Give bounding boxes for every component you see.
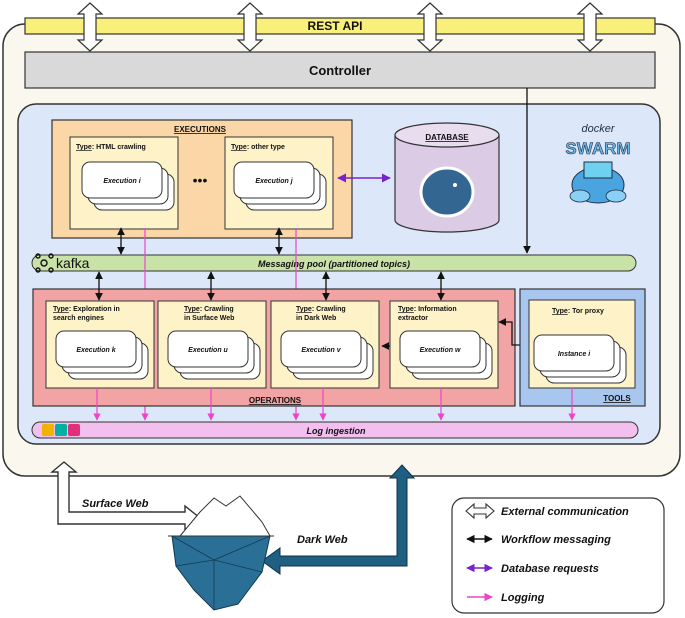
svg-text:SWARM: SWARM: [565, 139, 630, 158]
controller-label: Controller: [309, 63, 371, 78]
svg-text:Type: Crawling: Type: Crawling: [296, 306, 346, 313]
instance-card-label: Instance i: [558, 351, 591, 358]
legend-database-label: Database requests: [501, 563, 599, 575]
instance-stack: [533, 334, 627, 384]
tools-title: TOOLS: [603, 394, 631, 403]
type-value: : other type: [247, 144, 285, 151]
rest-api-label: REST API: [308, 19, 363, 33]
svg-text:docker: docker: [581, 123, 615, 135]
elk-logo-icon: [42, 424, 80, 436]
svg-text:Type: Tor proxy: Type: Tor proxy: [552, 308, 604, 315]
svg-text:in Surface Web: in Surface Web: [184, 315, 234, 322]
execution-stack: [233, 161, 327, 211]
surface-web-arrow: [50, 461, 202, 532]
operations-title: OPERATIONS: [249, 396, 302, 405]
dark-web-label: Dark Web: [297, 534, 348, 546]
kafka-logo-icon: [35, 253, 54, 273]
svg-text:Type: HTML crawling: Type: HTML crawling: [76, 144, 146, 151]
iceberg-icon: [168, 495, 274, 611]
external-arrows-top: [76, 2, 604, 52]
rest-api-bar: [24, 17, 656, 35]
dark-web-arrow: [261, 464, 416, 575]
execution-stack: [55, 330, 149, 380]
log-ingestion-label: Log ingestion: [307, 426, 366, 436]
database-cylinder: [394, 122, 500, 233]
postgres-elephant-icon: [419, 166, 475, 218]
svg-text:extractor: extractor: [398, 315, 428, 322]
svg-text:Type: other type: Type: other type: [231, 144, 285, 151]
execution-card-label: Execution v: [301, 347, 341, 354]
messaging-pool-bar: [31, 254, 637, 272]
execution-card-label: Execution i: [103, 178, 141, 185]
log-ingestion-bar: [31, 421, 639, 439]
execution-card-label: Execution u: [188, 347, 228, 354]
type-key: Type: [76, 144, 92, 151]
logging-arrows: [93, 388, 576, 421]
execution-card-label: Execution w: [420, 347, 461, 354]
legend-external-label: External communication: [501, 506, 629, 518]
legend-external-icon: [465, 502, 495, 520]
docker-swarm-logo: docker SWARM: [565, 123, 631, 204]
controller-box: [24, 51, 656, 89]
legend-logging-label: Logging: [501, 592, 545, 604]
executions-title: EXECUTIONS: [174, 125, 227, 134]
svg-text:Type: Information: Type: Information: [398, 306, 457, 313]
kafka-brand: kafka: [56, 255, 90, 271]
execution-stack: [399, 330, 493, 380]
ellipsis: •••: [193, 172, 208, 188]
svg-text:Type: Exploration in: Type: Exploration in: [53, 306, 120, 313]
svg-text:search engines: search engines: [53, 315, 104, 322]
surface-web-label: Surface Web: [82, 498, 149, 510]
svg-text:in Dark Web: in Dark Web: [296, 315, 336, 322]
execution-card-label: Execution k: [76, 347, 116, 354]
execution-stack: [81, 161, 175, 211]
type-value: : HTML crawling: [92, 144, 146, 151]
database-title: DATABASE: [425, 133, 469, 142]
legend-workflow-label: Workflow messaging: [501, 534, 611, 546]
messaging-pool-label: Messaging pool (partitioned topics): [258, 259, 410, 269]
legend-box: [451, 497, 665, 614]
execution-stack: [280, 330, 374, 380]
execution-card-label: Execution j: [255, 178, 293, 185]
execution-stack: [167, 330, 261, 380]
svg-text:Type: Crawling: Type: Crawling: [184, 306, 234, 313]
type-key: Type: [231, 144, 247, 151]
